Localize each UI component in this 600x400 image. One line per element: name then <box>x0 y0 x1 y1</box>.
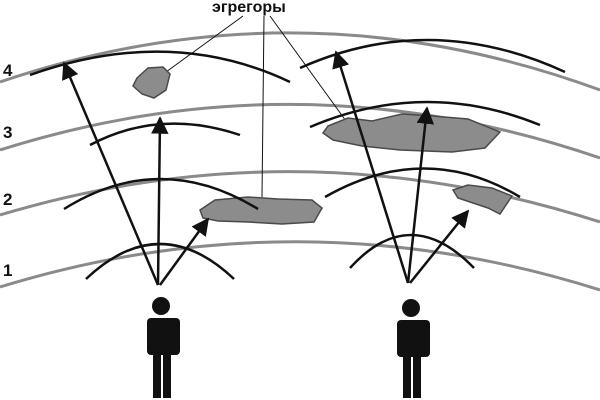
level-label-2: 2 <box>3 190 12 209</box>
egregor-blob-large <box>321 113 502 153</box>
left-person-arrows <box>62 61 210 286</box>
left-person-figure <box>147 297 180 398</box>
egregor-blob-middle <box>199 196 323 225</box>
title-pointer-lines <box>165 15 347 198</box>
level-label-1: 1 <box>3 261 12 280</box>
right-person-figure <box>397 299 430 398</box>
level-line-2 <box>0 170 600 224</box>
level-line-4 <box>0 31 600 92</box>
level-label-3: 3 <box>3 123 12 142</box>
diagram-title: эгрегоры <box>212 0 286 16</box>
egregor-blob-right <box>451 184 514 215</box>
level-line-3 <box>0 102 600 160</box>
right-person-arcs <box>299 38 566 269</box>
level-line-1 <box>0 240 600 292</box>
level-label-4: 4 <box>3 61 13 80</box>
right-person-arrows <box>332 50 470 284</box>
egregor-blob-small <box>132 66 171 99</box>
egregor-blobs <box>132 66 514 225</box>
